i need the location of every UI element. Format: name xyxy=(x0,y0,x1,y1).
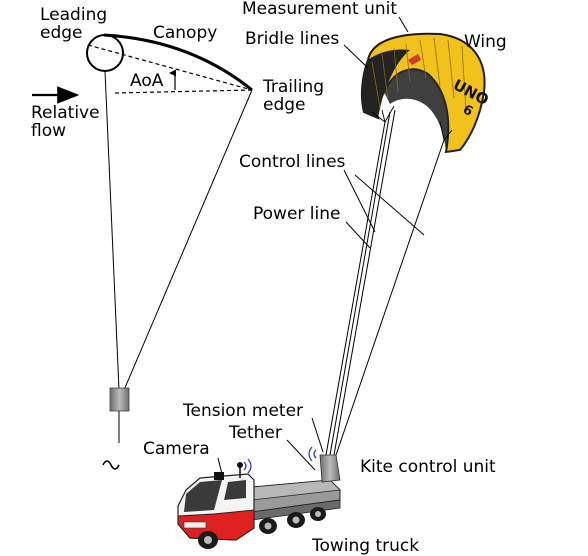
label-leading-edge: Leading edge xyxy=(40,5,108,43)
rear-bridle-line xyxy=(123,89,253,391)
label-leaders xyxy=(217,16,425,475)
chord-line xyxy=(87,44,253,91)
label-towing-truck: Towing truck xyxy=(312,536,420,556)
right-control-line xyxy=(335,139,445,456)
horizontal-reference xyxy=(114,89,253,94)
towing-truck xyxy=(177,446,341,549)
power-line-b xyxy=(333,109,396,456)
label-kite-control-unit: Kite control unit xyxy=(360,457,496,477)
line-break-symbol xyxy=(102,460,120,470)
truck-wheels xyxy=(198,507,326,549)
wing-red-accent xyxy=(408,54,421,65)
left-control-line xyxy=(325,121,386,456)
wing-inner-dark xyxy=(384,69,448,152)
power-line-a xyxy=(329,111,391,456)
truck-red-trim xyxy=(177,509,255,541)
label-tether: Tether xyxy=(229,423,282,443)
kite-control-unit-box xyxy=(319,454,341,483)
label-aoa: AoA xyxy=(130,71,164,91)
truck-side-window xyxy=(224,480,246,500)
front-bridle-line xyxy=(104,70,120,391)
label-canopy: Canopy xyxy=(153,23,218,43)
label-bridle-lines: Bridle lines xyxy=(245,29,340,49)
label-wing: Wing xyxy=(464,32,507,52)
label-camera: Camera xyxy=(143,439,210,459)
kite-lines xyxy=(325,109,445,456)
label-relative-flow: Relative flow xyxy=(31,103,100,141)
canopy-curve xyxy=(103,33,253,92)
load-cell-box xyxy=(109,387,130,412)
airfoil-schematic xyxy=(32,33,253,470)
kite-wing: UNO 6 xyxy=(360,32,492,154)
label-trailing-edge: Trailing edge xyxy=(263,77,325,115)
label-power-line: Power line xyxy=(253,204,341,224)
truck-windshield xyxy=(184,480,222,512)
wing-ribs xyxy=(371,37,467,113)
camera-body xyxy=(214,472,224,480)
label-tension-meter: Tension meter xyxy=(183,401,304,421)
label-control-lines: Control lines xyxy=(239,152,346,172)
label-measurement-unit: Measurement unit xyxy=(242,0,398,19)
